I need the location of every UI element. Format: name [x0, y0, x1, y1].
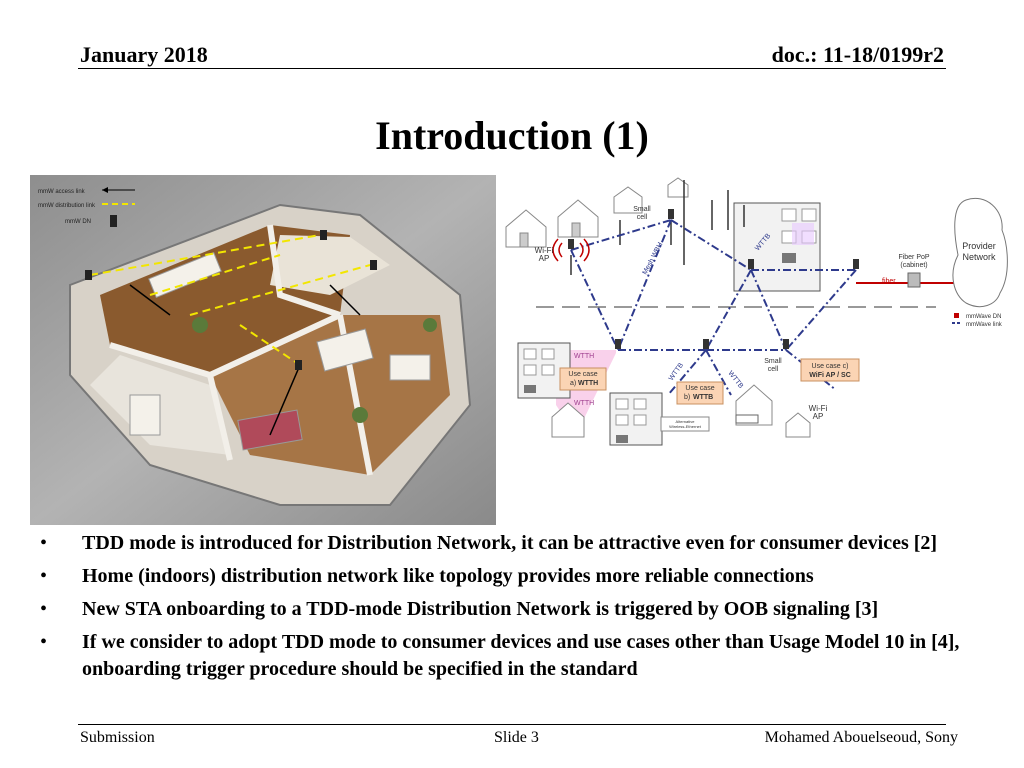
label-provider-2: Network — [962, 252, 996, 262]
antenna-icons — [568, 209, 859, 349]
bullet-dot-icon: • — [40, 631, 48, 653]
bullet-dot-icon: • — [40, 598, 48, 620]
label-wifi-ap-right: Wi-Fi — [809, 404, 828, 413]
legend-label-link: mmWave link — [966, 322, 1003, 328]
label-small-cell-mid-2: cell — [768, 366, 779, 373]
label-provider: Provider — [962, 241, 996, 251]
label-use-case-b: Use case — [685, 385, 714, 392]
footer-slide-number: Slide 3 — [494, 729, 539, 746]
network-diagram: Small cell Wi-Fi AP Mesh WBH WTTB Fiber … — [496, 175, 1016, 447]
building-icon — [733, 202, 821, 292]
bullet-text: New STA onboarding to a TDD-mode Distrib… — [82, 598, 879, 620]
label-wifi-ap-left-2: AP — [539, 254, 550, 263]
bullet-list: • TDD mode is introduced for Distribution… — [40, 530, 1000, 689]
label-use-case-c-bold: WiFi AP / SC — [809, 372, 851, 379]
bullet-text: TDD mode is introduced for Distribution … — [82, 532, 938, 554]
label-small-cell-mid: Small — [764, 358, 782, 365]
label-small-cell-top-2: cell — [637, 214, 648, 221]
header-doc-number: doc.: 11-18/0199r2 — [771, 42, 944, 67]
floorplan-legend-dn: mmW DN — [65, 219, 91, 225]
label-wifi-ap-right-2: AP — [813, 412, 824, 421]
use-case-c-box — [800, 358, 860, 382]
footer-author: Mohamed Abouelseoud, Sony — [764, 729, 958, 746]
wifi-icon — [552, 238, 590, 262]
provider-cloud-icon — [952, 198, 1008, 308]
label-use-case-a-prefix: a) — [570, 380, 576, 387]
label-alt-access: Alternative — [676, 419, 696, 424]
dn-device-icon — [110, 215, 117, 227]
bullet-dot-icon: • — [40, 565, 48, 587]
house-icon — [551, 402, 585, 438]
alt-access-box — [660, 416, 710, 432]
house-icon — [785, 412, 811, 438]
label-alt-access-2: Wireless-Ethernet — [669, 424, 702, 429]
bullet-item: • If we consider to adopt TDD mode to con… — [40, 629, 1000, 683]
use-case-a-box — [559, 367, 607, 391]
use-case-b-box — [676, 381, 724, 405]
bullet-text: If we consider to adopt TDD mode to cons… — [82, 631, 960, 680]
bullet-text: Home (indoors) distribution network like… — [82, 565, 814, 587]
legend-dn-icon — [954, 313, 959, 318]
building-icon — [609, 392, 663, 446]
label-use-case-a: Use case — [568, 371, 597, 378]
label-wtth-2: WTTH — [574, 400, 594, 407]
footer-submission: Submission — [80, 729, 155, 746]
house-icon — [613, 186, 643, 214]
label-use-case-a-bold: WTTH — [578, 380, 598, 387]
arrow-head-icon — [102, 187, 108, 193]
bullet-item: • New STA onboarding to a TDD-mode Distri… — [40, 596, 1000, 623]
router-icon — [735, 414, 759, 424]
legend-label-dn: mmWave DN — [966, 314, 1001, 320]
house-icon — [505, 209, 547, 248]
bullet-item: • TDD mode is introduced for Distribution… — [40, 530, 1000, 557]
label-use-case-b-prefix: b) — [684, 394, 690, 401]
label-fiber-pop: Fiber PoP — [898, 254, 929, 261]
floorplan-legend-access: mmW access link — [38, 189, 86, 195]
fiber-pop-cabinet-icon — [907, 272, 921, 288]
bullet-dot-icon: • — [40, 532, 48, 554]
label-wtth-1: WTTH — [574, 353, 594, 360]
label-fiber-pop-2: (cabinet) — [900, 262, 927, 269]
header-date: January 2018 — [80, 42, 208, 67]
label-wifi-ap-left: Wi-Fi — [535, 246, 554, 255]
floorplan-legend-distribution: mmW distribution link — [38, 203, 96, 209]
house-icon — [557, 199, 599, 238]
label-use-case-c: Use case c) — [812, 363, 849, 370]
label-fiber: fiber — [882, 278, 896, 285]
label-use-case-b-bold: WTTB — [693, 394, 713, 401]
header-rule — [78, 68, 946, 69]
floorplan-illustration: mmW access link mmW distribution link mm… — [30, 175, 496, 525]
bullet-item: • Home (indoors) distribution network lik… — [40, 563, 1000, 590]
house-icon — [667, 177, 689, 198]
label-small-cell-top: Small — [633, 206, 651, 213]
footer-rule — [78, 724, 946, 725]
page-title: Introduction (1) — [375, 113, 649, 158]
